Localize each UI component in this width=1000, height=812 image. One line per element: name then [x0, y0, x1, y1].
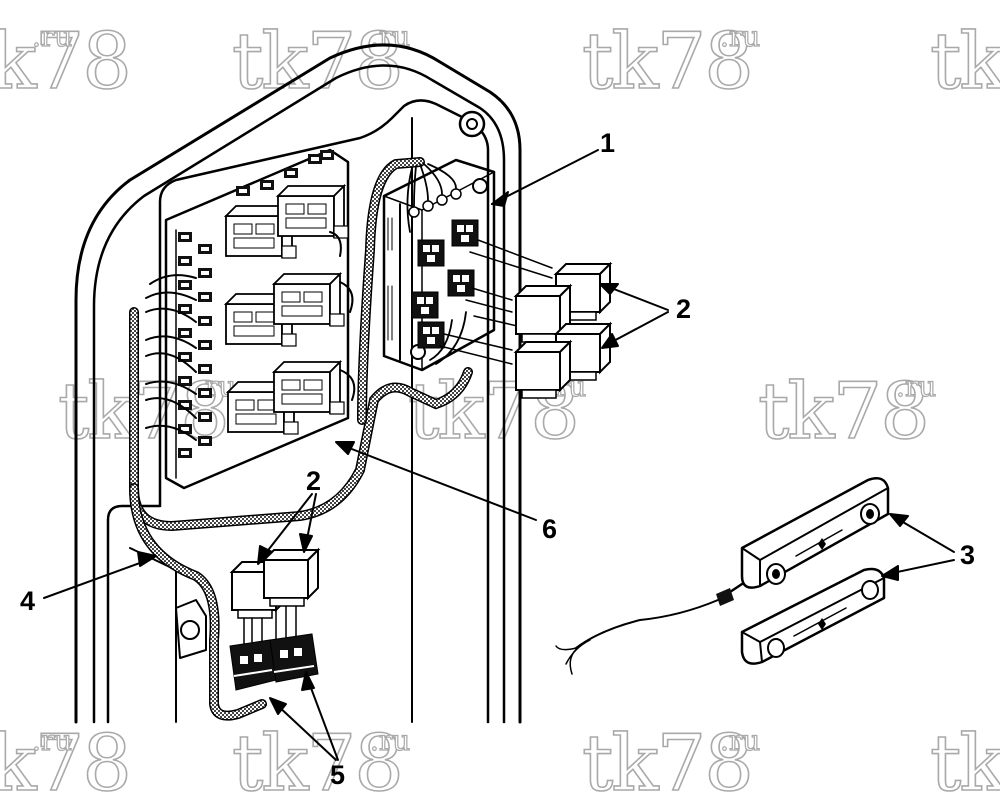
- watermark: tk78 .ru: [231, 718, 411, 810]
- callout-labels: 1 2 2 3 4 5 6: [20, 128, 975, 790]
- svg-text:tk78: tk78: [582, 719, 752, 809]
- callout-3: 3: [960, 540, 975, 570]
- watermark: tk78: [929, 718, 1000, 810]
- svg-text:tk78: tk78: [0, 17, 130, 107]
- watermark: tk78: [929, 16, 1000, 108]
- svg-text:tk78: tk78: [930, 719, 1000, 809]
- callout-2-lower: 2: [306, 466, 321, 496]
- watermark: tk78 .ru: [757, 366, 937, 458]
- relay-socket: [269, 633, 319, 683]
- watermark: tk78 .ru: [581, 16, 761, 108]
- sensor-switch: [555, 477, 890, 675]
- callout-1: 1: [600, 128, 615, 158]
- svg-text:.ru: .ru: [370, 724, 410, 757]
- panel-relay: [273, 361, 345, 415]
- wire-harness: [129, 157, 473, 721]
- svg-text:.ru: .ru: [32, 724, 72, 757]
- callout-4: 4: [20, 586, 35, 616]
- panel-wires: [145, 231, 356, 441]
- terminal-wires: [406, 163, 467, 365]
- svg-text:.ru: .ru: [720, 20, 760, 53]
- watermark: tk78 .ru: [231, 16, 411, 108]
- watermark: tk78 .ru: [581, 718, 761, 810]
- svg-text:tk78: tk78: [758, 367, 928, 457]
- svg-text:.ru: .ru: [896, 370, 936, 403]
- svg-text:tk78: tk78: [232, 17, 402, 107]
- svg-text:.ru: .ru: [720, 724, 760, 757]
- svg-text:tk78: tk78: [930, 17, 1000, 107]
- callout-5: 5: [330, 760, 345, 790]
- panel-relay: [277, 185, 349, 239]
- enclosure-door: [74, 43, 522, 724]
- relay: [263, 549, 319, 607]
- relay-panel: [145, 148, 356, 490]
- callout-2-right: 2: [676, 294, 691, 324]
- svg-text:.ru: .ru: [32, 20, 72, 53]
- screw-terminals: [408, 178, 488, 360]
- callout-6: 6: [542, 514, 557, 544]
- watermark: tk78 .ru: [0, 16, 133, 108]
- relay-terminal-block: [382, 158, 553, 372]
- panel-relay: [273, 273, 345, 327]
- callout-leaders: [43, 149, 955, 761]
- watermark-layer: tk78 .ru tk78 .ru tk78 .ru tk78 tk78 .ru…: [0, 16, 1000, 810]
- leader-lines: [439, 239, 553, 365]
- svg-text:tk78: tk78: [582, 17, 752, 107]
- relay-socket: [229, 639, 277, 691]
- watermark: tk78 .ru: [0, 718, 133, 810]
- svg-text:tk78: tk78: [0, 719, 130, 809]
- svg-text:tk78: tk78: [232, 719, 402, 809]
